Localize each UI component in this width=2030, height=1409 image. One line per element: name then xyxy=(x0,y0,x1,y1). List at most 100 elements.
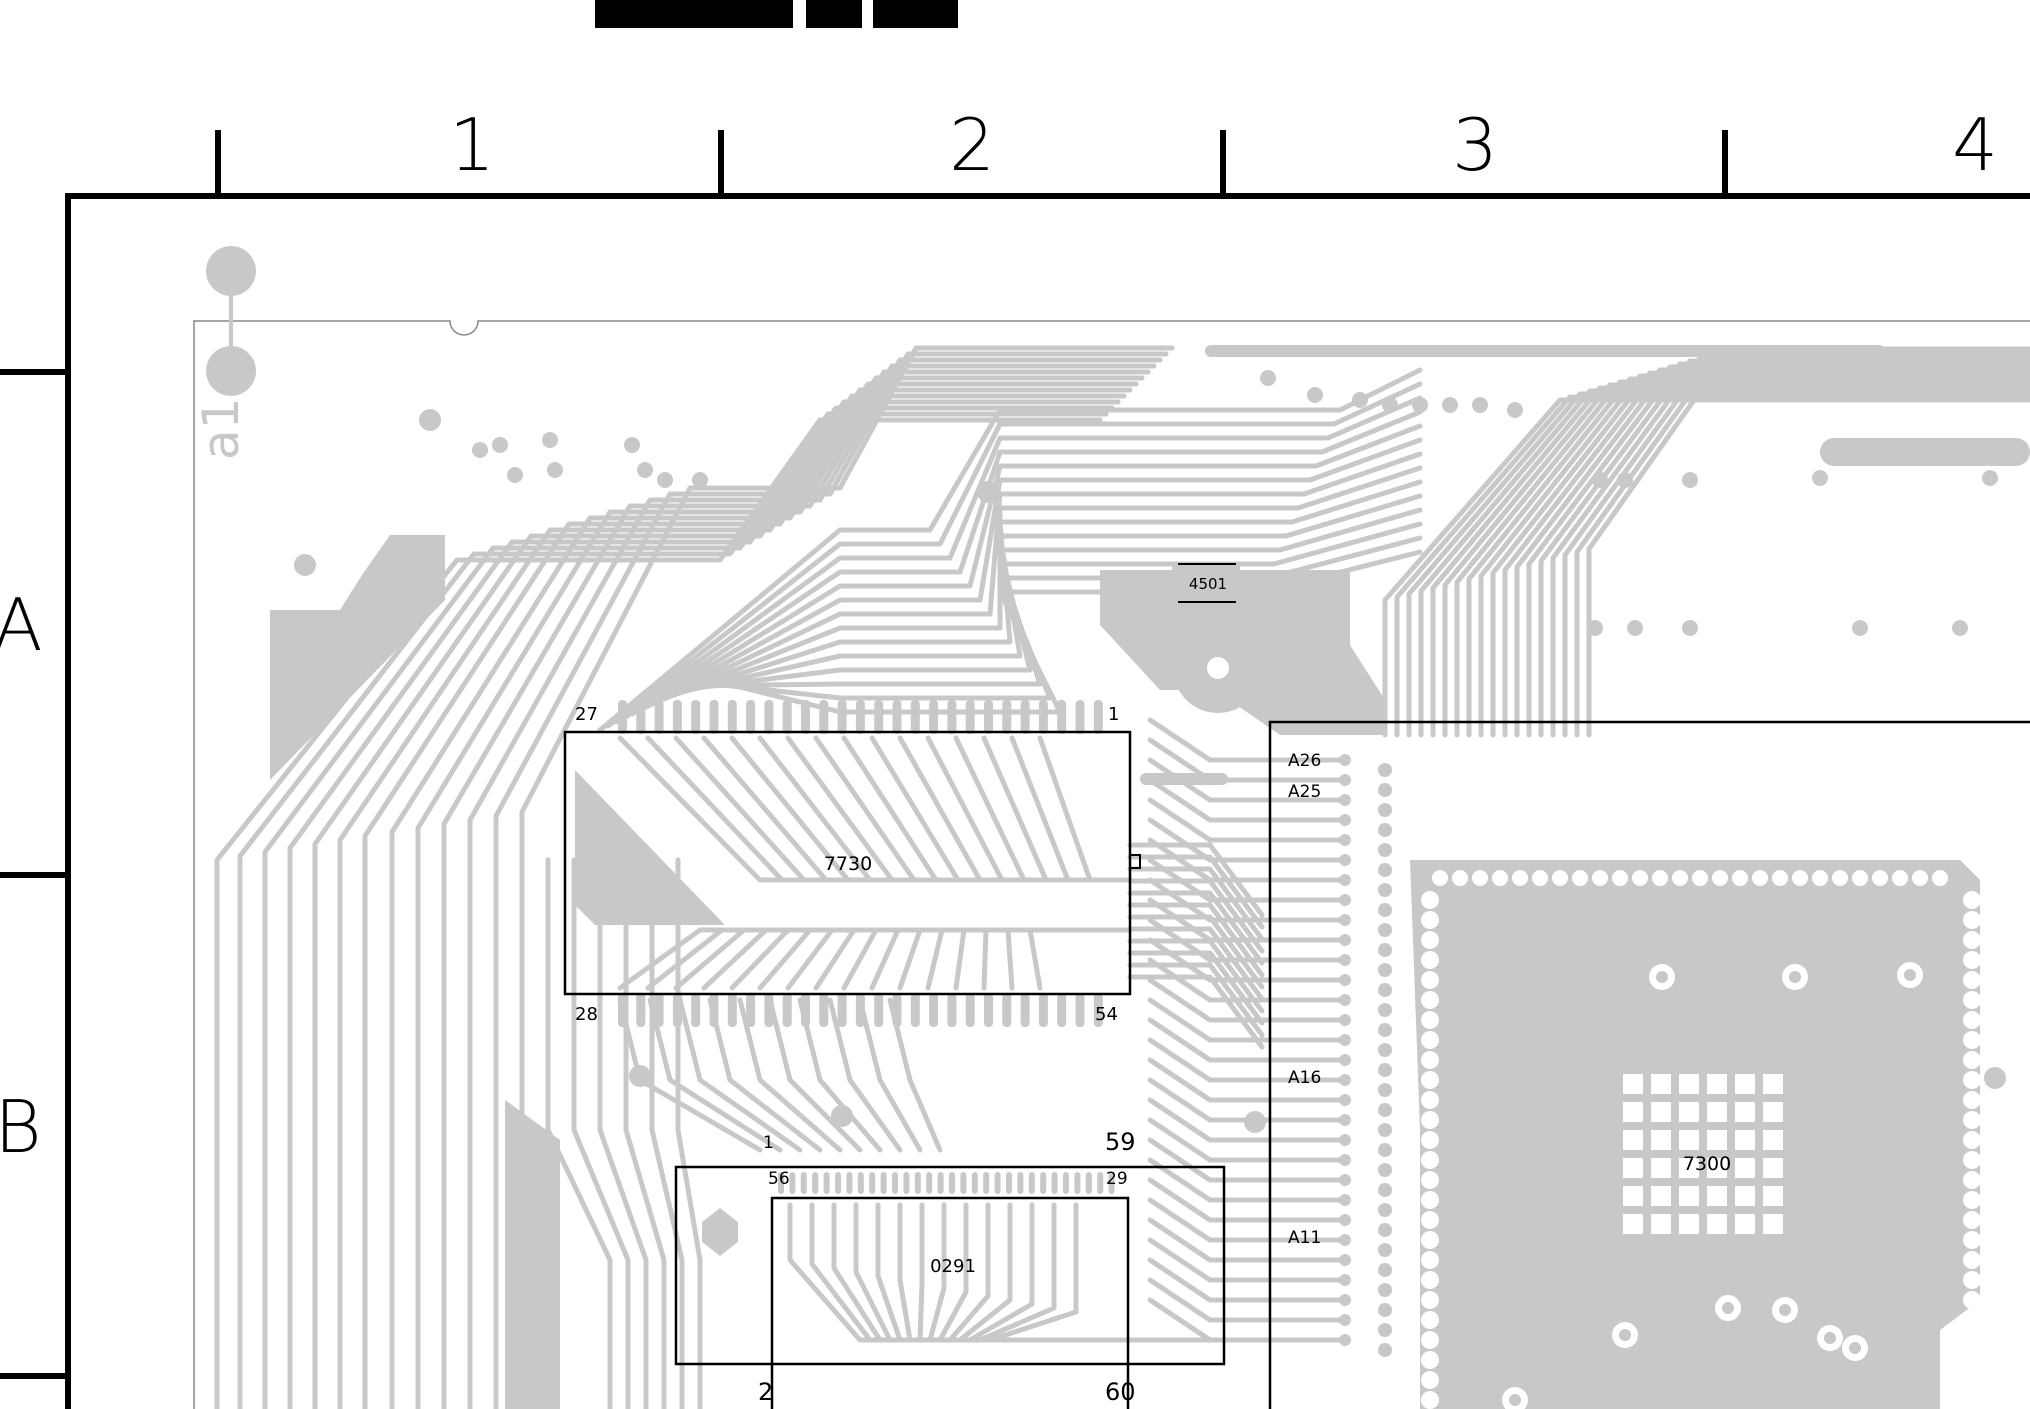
pad xyxy=(1623,1186,1643,1206)
via xyxy=(1982,470,1998,486)
via xyxy=(1421,1351,1439,1369)
pad xyxy=(618,993,627,1027)
via xyxy=(1421,1071,1439,1089)
pad xyxy=(1820,438,2030,466)
trace xyxy=(737,997,843,1153)
trace xyxy=(1127,914,1265,990)
via xyxy=(1682,620,1698,636)
via xyxy=(1378,863,1392,877)
via xyxy=(1339,1054,1351,1066)
via xyxy=(1812,870,1828,886)
trace xyxy=(1418,388,2030,738)
via xyxy=(1378,963,1392,977)
via xyxy=(629,1065,651,1087)
pad xyxy=(960,1172,967,1194)
pad xyxy=(1679,1186,1699,1206)
pad xyxy=(971,1172,978,1194)
via xyxy=(1378,1183,1392,1197)
trace xyxy=(545,857,613,1409)
pin-label: 28 xyxy=(575,1004,598,1025)
via xyxy=(1339,1154,1351,1166)
pad xyxy=(1651,1214,1671,1234)
pin-label: A25 xyxy=(1288,782,1321,802)
via xyxy=(1532,870,1548,886)
via xyxy=(637,462,653,478)
pad xyxy=(1623,1130,1643,1150)
trace xyxy=(813,927,1133,991)
via xyxy=(1472,397,1488,413)
trace xyxy=(827,997,903,1153)
trace xyxy=(637,437,1423,713)
pad xyxy=(1679,1214,1699,1234)
via xyxy=(1244,1111,1266,1133)
via xyxy=(294,554,316,576)
trace xyxy=(645,451,1423,709)
refdes-0291: 0291 xyxy=(930,1256,976,1277)
pad xyxy=(1020,993,1030,1027)
pad xyxy=(874,700,884,734)
via xyxy=(1692,870,1708,886)
via xyxy=(1592,870,1608,886)
pad xyxy=(1763,1074,1783,1094)
pin-label: 60 xyxy=(1105,1378,1136,1406)
via xyxy=(1378,1323,1392,1337)
trace xyxy=(1037,735,1133,883)
trace xyxy=(1502,367,2030,738)
refdes-4501: 4501 xyxy=(1189,575,1227,593)
pad xyxy=(746,700,756,734)
via xyxy=(1732,870,1748,886)
pad xyxy=(874,993,884,1027)
trace xyxy=(1127,842,1265,918)
via xyxy=(1789,971,1801,983)
via xyxy=(419,409,441,431)
via xyxy=(1378,1023,1392,1037)
trace xyxy=(1147,797,1343,843)
trace xyxy=(1550,355,2030,738)
via xyxy=(1307,387,1323,403)
pad xyxy=(1707,1214,1727,1234)
via xyxy=(1592,472,1608,488)
via xyxy=(1260,370,1276,386)
pad xyxy=(983,1172,990,1194)
via xyxy=(1963,1291,1981,1309)
trace xyxy=(729,735,1133,883)
pad xyxy=(1735,1130,1755,1150)
via xyxy=(1772,870,1788,886)
pad xyxy=(1040,1172,1047,1194)
via xyxy=(1378,1223,1392,1237)
via xyxy=(1352,392,1368,408)
pad xyxy=(709,700,719,734)
via xyxy=(1421,1391,1439,1409)
pad xyxy=(1763,1158,1783,1178)
via xyxy=(1339,1014,1351,1026)
pad xyxy=(782,993,792,1027)
via xyxy=(1572,870,1588,886)
via xyxy=(1852,620,1868,636)
via xyxy=(1963,1111,1981,1129)
via xyxy=(1378,943,1392,957)
trace xyxy=(1147,1177,1343,1223)
pad xyxy=(1093,700,1103,734)
pad xyxy=(929,700,939,734)
via xyxy=(1952,620,1968,636)
pad xyxy=(778,1172,784,1194)
trace xyxy=(757,927,1133,991)
via xyxy=(1421,1191,1439,1209)
via xyxy=(1421,951,1439,969)
via xyxy=(1421,1251,1439,1269)
pad xyxy=(1038,993,1048,1027)
via xyxy=(1849,1342,1861,1354)
via xyxy=(1552,870,1568,886)
pad xyxy=(880,1172,887,1194)
via xyxy=(1852,870,1868,886)
via xyxy=(1617,472,1633,488)
pad xyxy=(1707,1158,1727,1178)
trace xyxy=(1466,376,2030,738)
via xyxy=(1378,923,1392,937)
via xyxy=(1421,1051,1439,1069)
via xyxy=(1378,763,1392,777)
via xyxy=(1832,870,1848,886)
trace xyxy=(1514,364,2030,738)
via xyxy=(1963,1231,1981,1249)
via xyxy=(1339,1034,1351,1046)
